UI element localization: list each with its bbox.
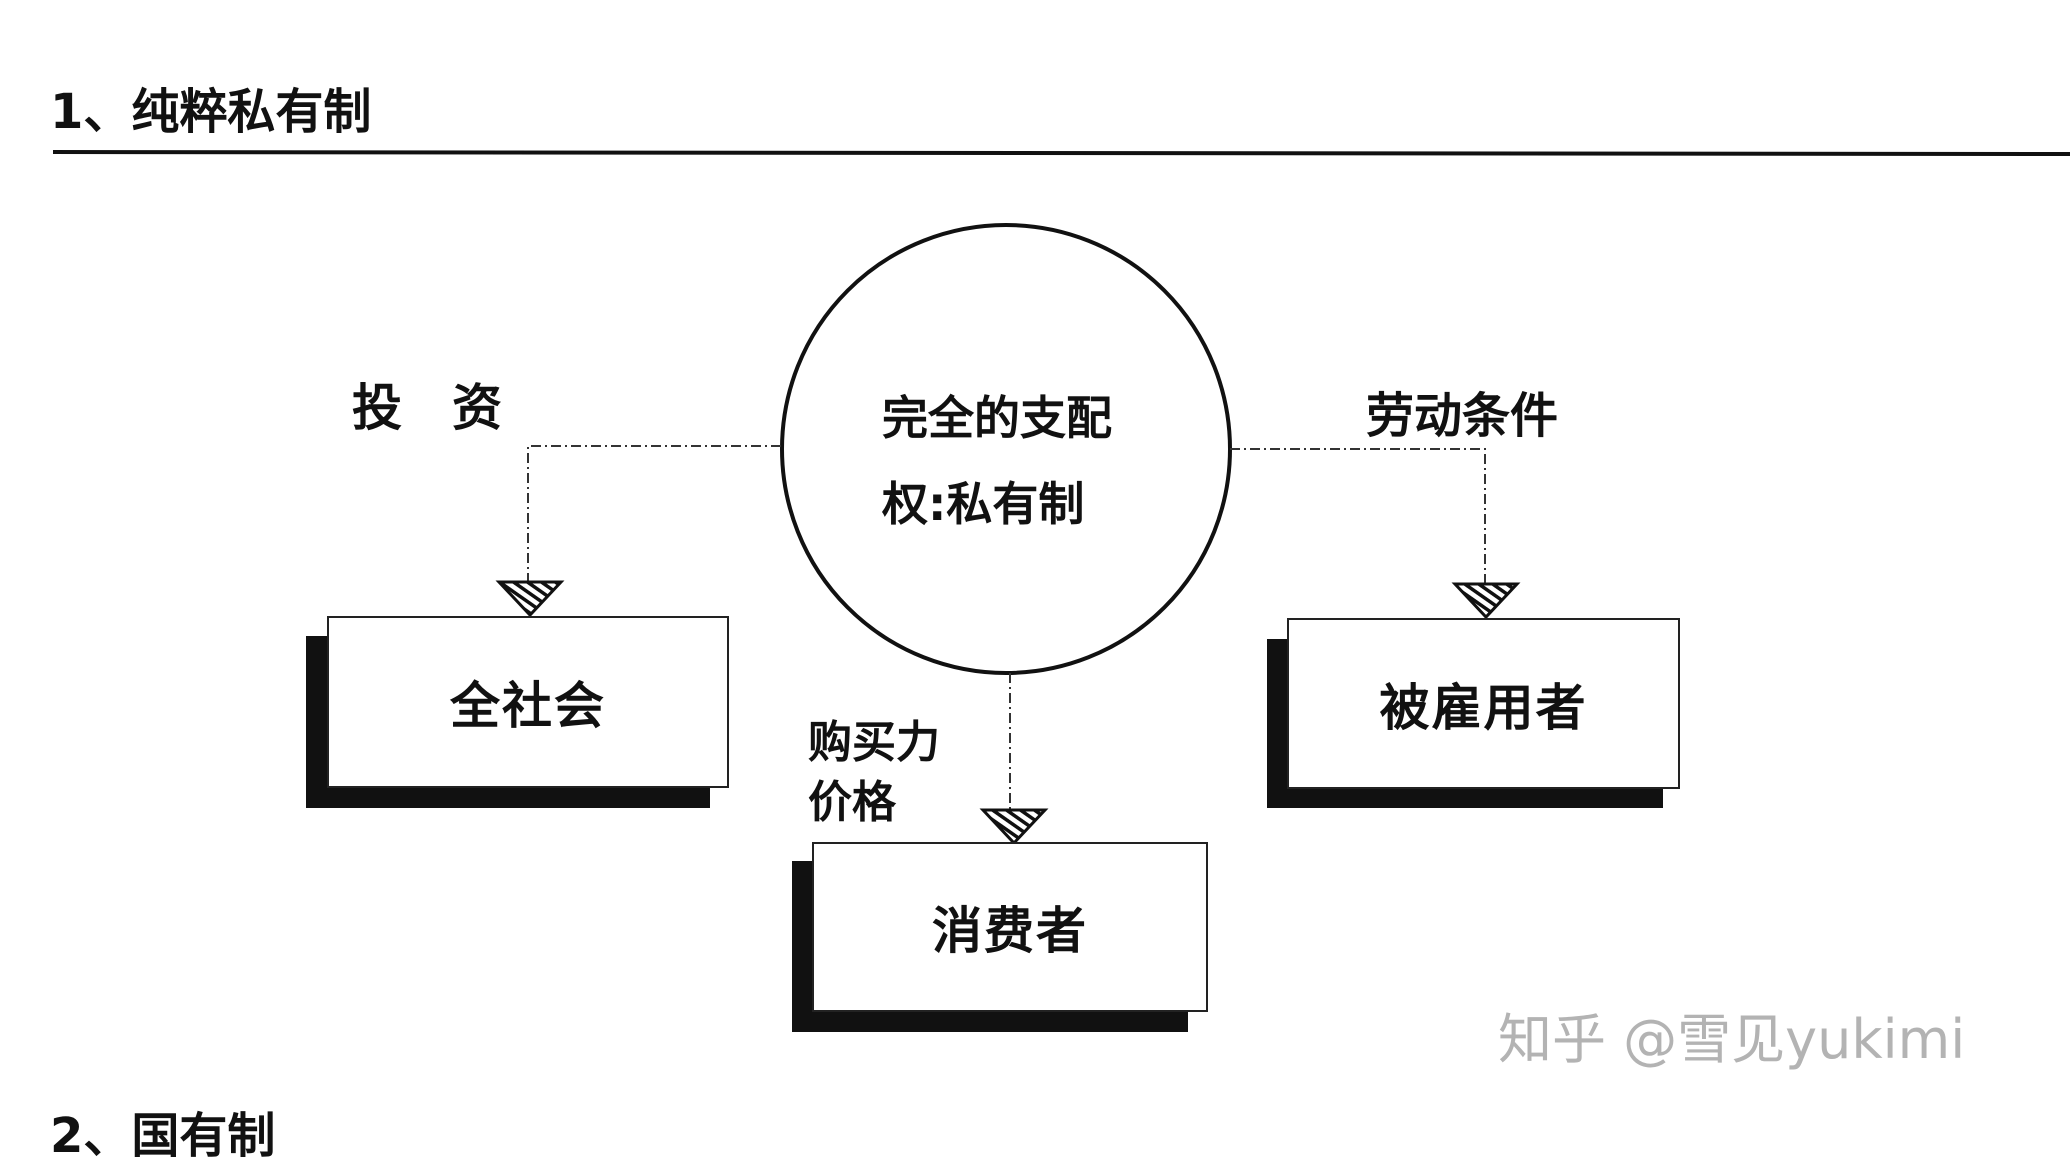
node-whole-society: 全社会 bbox=[327, 616, 729, 788]
next-section-title: 2、国有制 bbox=[50, 1108, 276, 1164]
section-title: 1、纯粹私有制 bbox=[50, 84, 372, 140]
edge-label-left: 投 资 bbox=[352, 379, 502, 437]
diagram-lines bbox=[52, 150, 2070, 846]
title-underline bbox=[52, 150, 2070, 156]
arrow-right-icon bbox=[1451, 582, 1521, 620]
arrow-bottom-icon bbox=[979, 808, 1049, 846]
arrow-left-icon bbox=[495, 580, 565, 618]
center-label-line1: 完全的支配 bbox=[882, 391, 1112, 445]
node-employees: 被雇用者 bbox=[1287, 618, 1680, 789]
edge-label-bottom-2: 价格 bbox=[808, 777, 896, 828]
center-label-line2: 权:私有制 bbox=[882, 477, 1085, 531]
node-consumers: 消费者 bbox=[812, 842, 1208, 1012]
edge-right bbox=[1230, 448, 1486, 585]
edge-label-right: 劳动条件 bbox=[1366, 388, 1559, 444]
edge-label-bottom-1: 购买力 bbox=[808, 717, 940, 768]
center-circle bbox=[780, 223, 1232, 675]
watermark: 知乎 @雪见yukimi bbox=[1498, 1008, 1966, 1071]
edge-left bbox=[527, 445, 781, 585]
